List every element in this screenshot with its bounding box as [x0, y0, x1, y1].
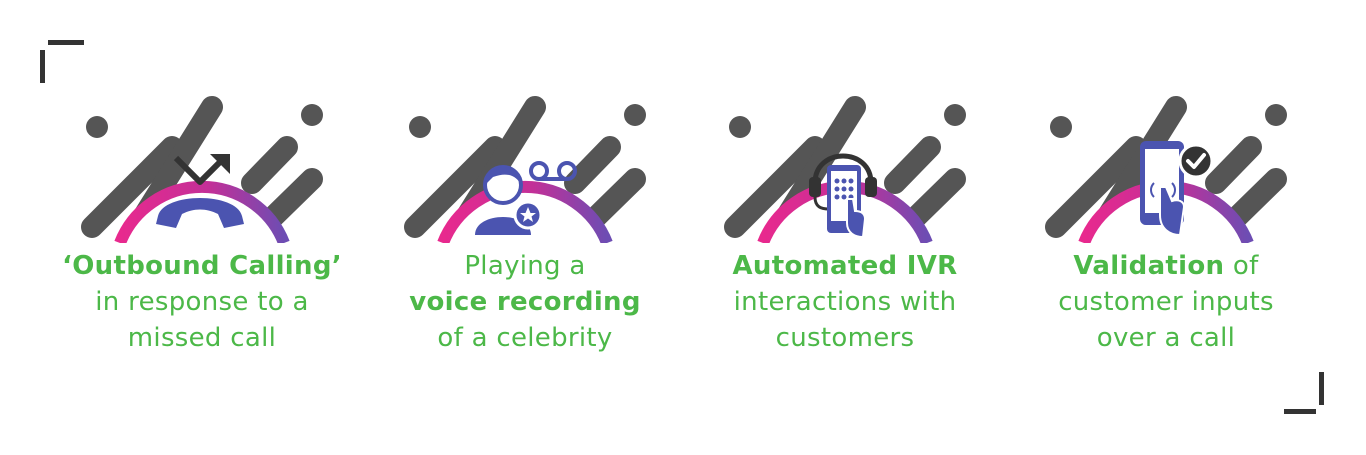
- feature-card-automated-ivr: Automated IVR interactions with customer…: [715, 95, 975, 365]
- caption-line-1-bold: ‘Outbound Calling’: [62, 251, 342, 281]
- caption-line-3: customers: [775, 323, 915, 353]
- decorative-stripes: [72, 96, 332, 251]
- caption-line-3: of a celebrity: [437, 323, 613, 353]
- caption-line-1-regular: of: [1224, 251, 1259, 281]
- caption-line-2: customer inputs: [1058, 287, 1274, 317]
- feature-card-validation: Validation of customer inputs over a cal…: [1036, 95, 1296, 365]
- caption-line-1-bold: Automated IVR: [732, 251, 958, 281]
- caption-line-1: Playing a: [464, 251, 586, 281]
- corner-bracket-top-left-vertical: [40, 50, 45, 83]
- corner-bracket-bottom-right: [1284, 409, 1316, 414]
- feature-caption: Validation of customer inputs over a cal…: [1016, 248, 1316, 356]
- caption-line-3: missed call: [127, 323, 277, 353]
- voice-recording-icon: [475, 161, 577, 235]
- caption-line-2: interactions with: [733, 287, 957, 317]
- feature-card-outbound-calling: ‘Outbound Calling’ in response to a miss…: [62, 95, 342, 365]
- feature-caption: Playing a voice recording of a celebrity: [375, 248, 675, 356]
- caption-line-2-bold: voice recording: [409, 287, 641, 317]
- caption-line-3: over a call: [1096, 323, 1236, 353]
- outbound-call-icon: [156, 154, 244, 228]
- feature-caption: ‘Outbound Calling’ in response to a miss…: [52, 248, 352, 356]
- caption-line-1-bold: Validation: [1073, 251, 1225, 281]
- feature-caption: Automated IVR interactions with customer…: [695, 248, 995, 356]
- caption-line-2: in response to a: [95, 287, 309, 317]
- corner-bracket-bottom-right-vertical: [1319, 372, 1324, 405]
- feature-card-voice-recording: Playing a voice recording of a celebrity: [395, 95, 655, 365]
- corner-bracket-top-left: [48, 40, 84, 45]
- phone-validation-icon: [1140, 141, 1214, 237]
- ivr-phone-headset-icon: [809, 153, 877, 239]
